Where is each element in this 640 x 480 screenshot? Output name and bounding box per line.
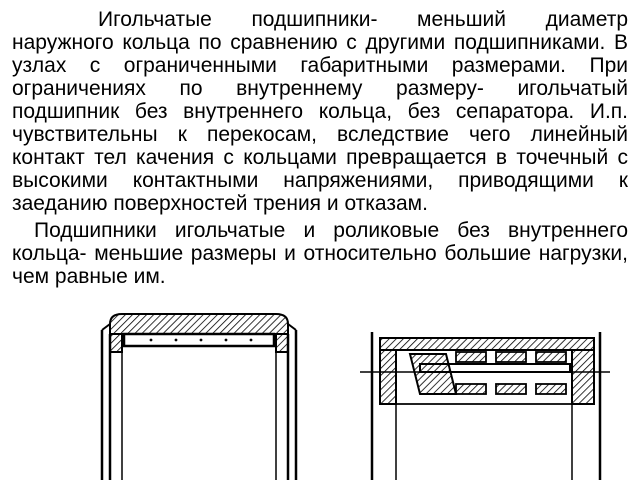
paragraph-1: Игольчатые подшипники- меньший диаметр н… <box>12 8 628 215</box>
outer-cup-top <box>109 313 289 335</box>
figure-needle-bearing-separator <box>360 332 610 480</box>
paragraph-2: Подшипники игольчатые и роликовые без вн… <box>12 219 628 288</box>
figure-needle-bearing-cup <box>96 294 310 480</box>
inclined-roller <box>408 353 458 395</box>
text-block: Игольчатые подшипники- меньший диаметр н… <box>12 8 628 288</box>
needle-roller <box>122 332 276 348</box>
outer-ring <box>379 337 595 351</box>
